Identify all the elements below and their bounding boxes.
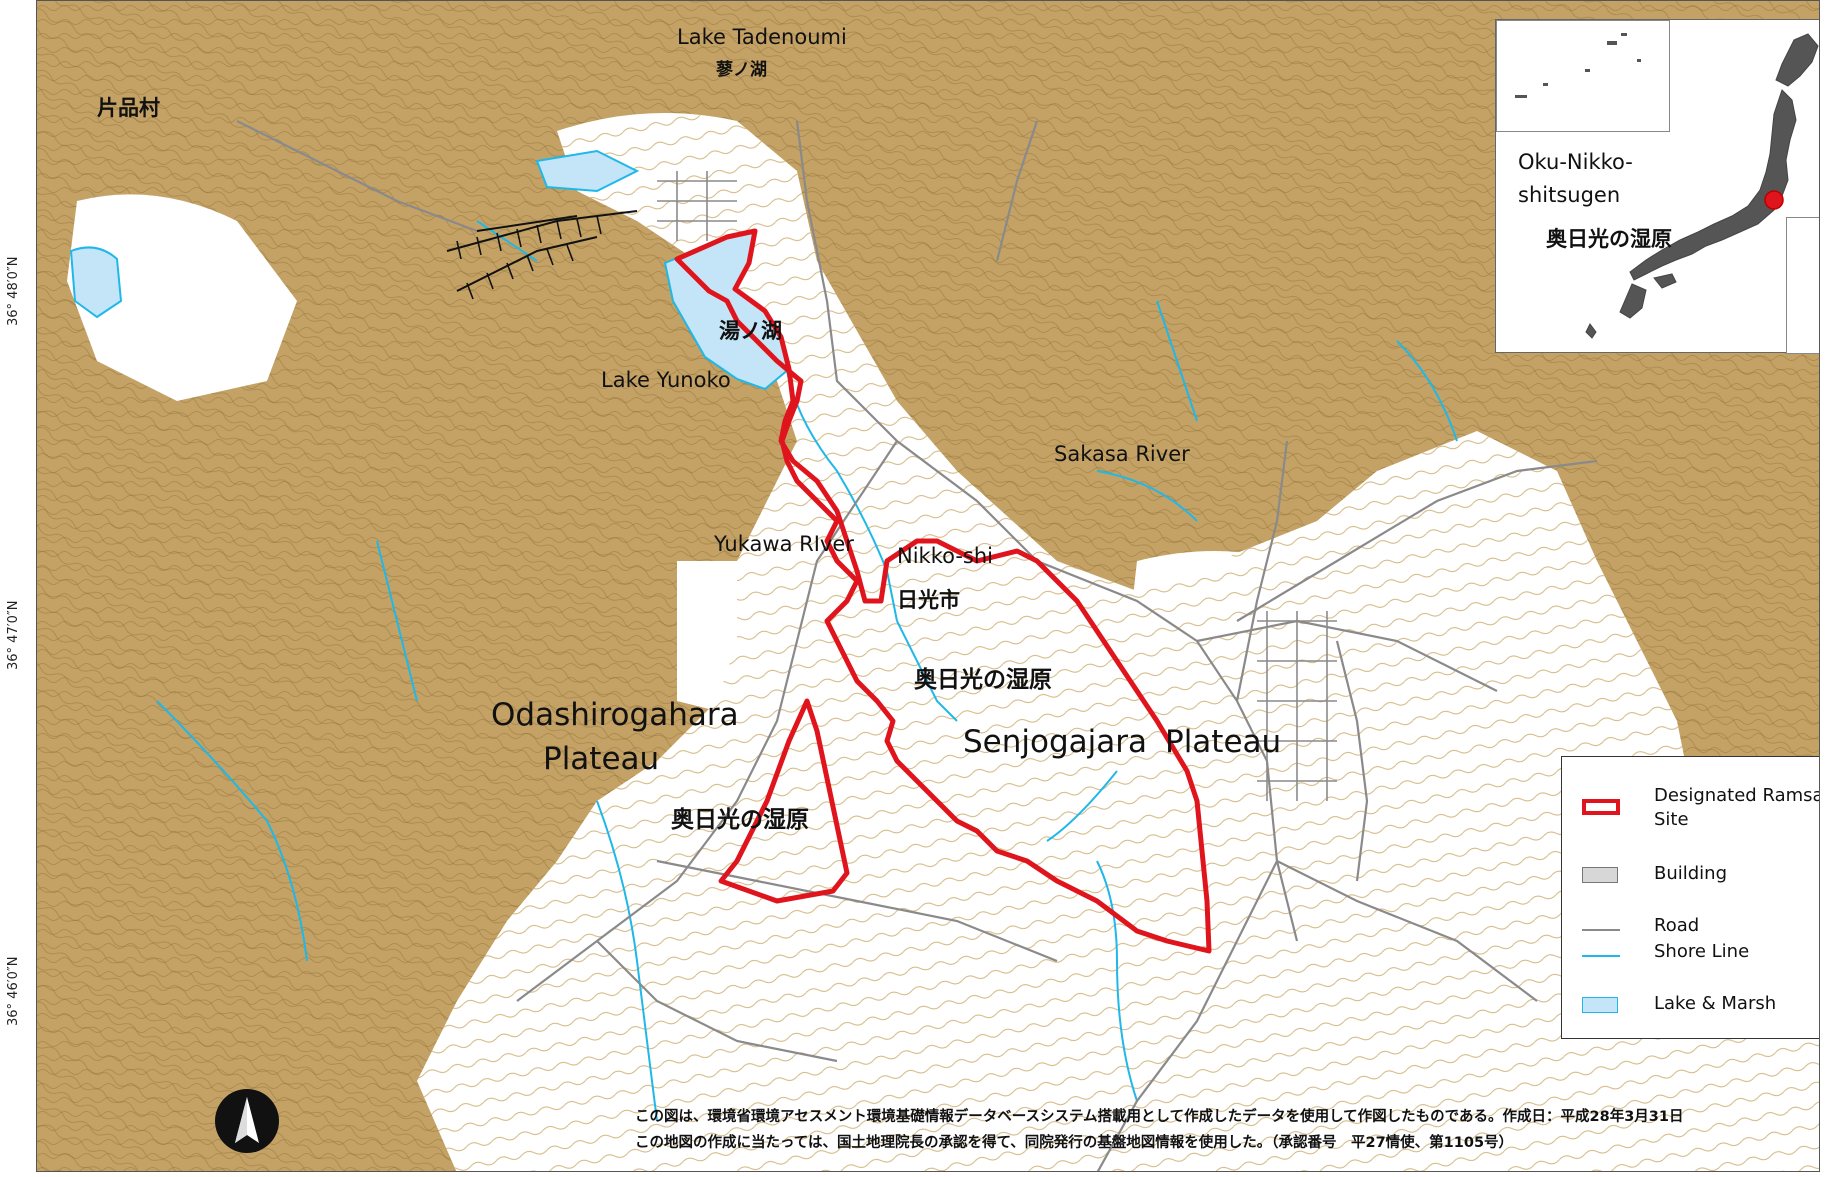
label-sakasa-river: Sakasa River	[1054, 442, 1190, 466]
label-okunikko-west: 奥日光の湿原	[671, 807, 809, 833]
lake-marsh-small	[69, 246, 123, 319]
legend-label-road: Road	[1654, 915, 1700, 936]
legend-label-ramsar-2: Site	[1654, 809, 1689, 830]
label-senjogajara: Senjogajara	[963, 724, 1148, 760]
legend-label-ramsar-1: Designated Ramsar	[1654, 785, 1820, 806]
inset-sub-box-south	[1786, 217, 1819, 354]
shore-line-symbol	[1582, 955, 1620, 957]
road-symbol	[1582, 929, 1620, 931]
inset-label-shitsugen: shitsugen	[1518, 183, 1621, 207]
label-yunoko-jp: 湯ノ湖	[719, 319, 782, 343]
latitude-label-47: 36° 47′0″N	[6, 600, 21, 670]
label-nikko-shi: Nikko-shi	[897, 544, 994, 568]
ramsar-site-outline	[674, 228, 1212, 954]
map-legend: Designated Ramsar Site Building Road Sho…	[1561, 756, 1820, 1039]
site-location-marker	[1764, 190, 1784, 210]
label-senjogajara-plateau: Plateau	[1165, 724, 1282, 760]
north-arrow-icon	[215, 1089, 279, 1153]
label-lake-tadenoumi: Lake Tadenoumi	[677, 25, 847, 49]
label-odashirogahara-plateau: Plateau	[543, 741, 660, 777]
inset-sub-box-islands	[1496, 20, 1670, 132]
label-lake-yunoko: Lake Yunoko	[601, 368, 731, 392]
legend-label-shore: Shore Line	[1654, 941, 1750, 962]
japan-outline	[1526, 33, 1819, 339]
label-lake-tadenoumi-jp: 蓼ノ湖	[716, 60, 767, 80]
town-grid	[657, 171, 1337, 801]
legend-label-lake: Lake & Marsh	[1654, 993, 1777, 1014]
ramsar-outline-symbol	[1582, 799, 1620, 815]
map-frame: Lake Tadenoumi 蓼ノ湖 片品村 湯ノ湖 Lake Yunoko S…	[36, 0, 1820, 1172]
shore-lines	[156, 220, 1458, 1122]
label-nikko-jp: 日光市	[897, 588, 960, 612]
legend-label-building: Building	[1654, 863, 1728, 884]
inset-label-oku-nikko: Oku-Nikko-	[1518, 150, 1633, 174]
label-okunikko-east: 奥日光の湿原	[914, 667, 1052, 693]
latitude-label-46: 36° 46′0″N	[6, 956, 21, 1026]
label-odashirogahara: Odashirogahara	[491, 697, 739, 733]
inset-locator-map: Oku-Nikko- shitsugen 奥日光の湿原	[1495, 19, 1819, 354]
inset-label-jp: 奥日光の湿原	[1546, 227, 1672, 251]
label-yukawa-river: Yukawa RIver	[714, 532, 854, 556]
lake-marsh-symbol	[1582, 997, 1618, 1013]
map-credit: この図は、環境省環境アセスメント環境基礎情報データベースシステム搭載用として作成…	[635, 1104, 1683, 1156]
credit-line-1: この図は、環境省環境アセスメント環境基礎情報データベースシステム搭載用として作成…	[635, 1109, 1684, 1125]
label-katashina: 片品村	[97, 96, 160, 120]
latitude-label-48: 36° 48′0″N	[6, 256, 21, 326]
building-symbol	[1582, 867, 1618, 883]
credit-line-2: この地図の作成に当たっては、国土地理院長の承認を得て、同院発行の基盤地図情報を使…	[635, 1135, 1514, 1152]
